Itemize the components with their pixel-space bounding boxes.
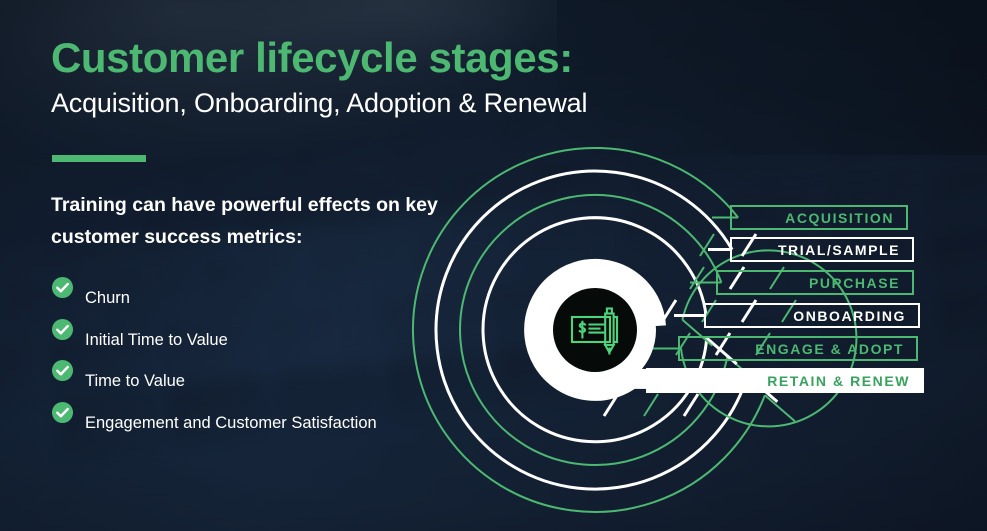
list-item: Time to Value: [51, 359, 481, 401]
list-item: Churn: [51, 276, 481, 318]
lifecycle-ring-arc: [680, 249, 858, 428]
lede-paragraph: Training can have powerful effects on ke…: [51, 194, 438, 248]
stage-label-onboarding[interactable]: ONBOARDING: [704, 303, 920, 328]
stage-label-engage-adopt[interactable]: ENGAGE & ADOPT: [678, 336, 918, 361]
list-item: Initial Time to Value: [51, 318, 481, 360]
list-item-label: Engagement and Customer Satisfaction: [85, 413, 377, 432]
page-title: Customer lifecycle stages:: [51, 34, 573, 81]
list-item-label: Initial Time to Value: [85, 330, 228, 349]
check-payment-pen-icon: [570, 307, 619, 355]
stage-label-purchase[interactable]: PURCHASE: [716, 270, 914, 295]
green-divider-rule: [52, 155, 146, 162]
stage-label-retain-renew[interactable]: RETAIN & RENEW: [646, 368, 924, 393]
decorative-hatch-line: [682, 393, 700, 417]
lifecycle-ring-arc: [459, 193, 729, 466]
decorative-hatch-line: [660, 299, 678, 323]
list-item-label: Churn: [85, 289, 130, 307]
stage-label-trial-sample[interactable]: TRIAL/SAMPLE: [730, 237, 914, 262]
decorative-hatch-line: [699, 233, 715, 257]
check-circle-icon: [51, 401, 74, 423]
decorative-hatch-line: [643, 393, 659, 417]
lifecycle-ring-arc: [411, 146, 766, 513]
check-circle-icon: [51, 318, 74, 340]
check-circle-icon: [51, 359, 74, 382]
lifecycle-ring-arc: [481, 216, 709, 444]
decorative-hatch-line: [689, 266, 705, 290]
stage-label-acquisition[interactable]: ACQUISITION: [730, 205, 908, 230]
center-icon-background: [553, 288, 637, 372]
page-subtitle: Acquisition, Onboarding, Adoption & Rene…: [51, 88, 588, 118]
ring-tail: [764, 394, 796, 422]
list-item-label: Time to Value: [85, 372, 185, 390]
check-circle-icon: [51, 276, 74, 299]
lifecycle-ring-arc: [434, 169, 749, 491]
list-item: Engagement and Customer Satisfaction: [51, 401, 481, 443]
ring-tail: [681, 319, 714, 347]
decorative-hatch-line: [602, 393, 620, 417]
